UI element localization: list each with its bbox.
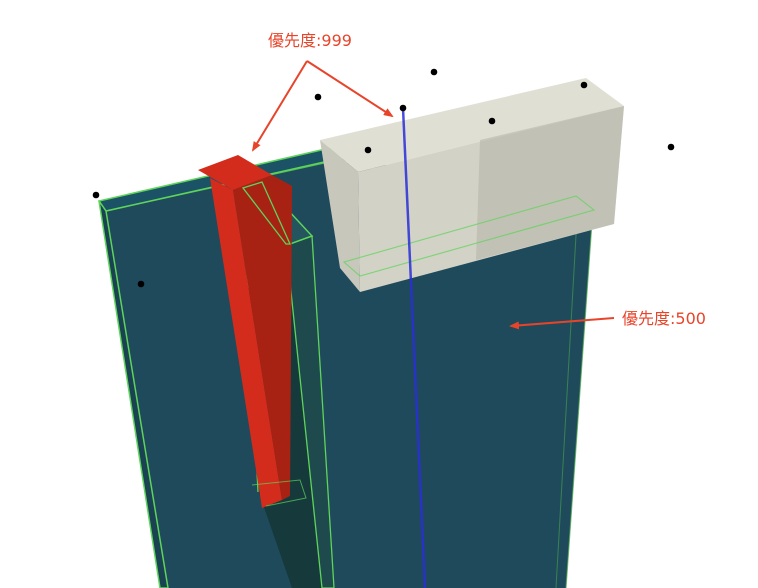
control-point[interactable] — [364, 146, 372, 154]
control-point[interactable] — [92, 191, 100, 199]
red-stud-top — [198, 155, 272, 190]
red-stud-side — [233, 175, 292, 500]
beam-left-face — [320, 140, 360, 292]
control-point[interactable] — [137, 280, 145, 288]
control-point[interactable] — [399, 104, 407, 112]
control-point[interactable] — [580, 81, 588, 89]
annotation-arrow-999-left — [251, 60, 308, 152]
vertical-axis-line — [401, 107, 427, 588]
wall-panel-inner-edge — [555, 199, 579, 588]
annotation-arrow-999-right — [306, 60, 394, 118]
annotation-priority-500: 優先度:500 — [622, 309, 706, 328]
control-point[interactable] — [430, 68, 438, 76]
control-point[interactable] — [488, 117, 496, 125]
wall-panel-right-edge — [565, 221, 593, 588]
annotation-priority-999: 優先度:999 — [268, 31, 352, 50]
wall-panel-left-face — [98, 200, 169, 588]
control-point[interactable] — [314, 93, 322, 101]
beam-top-face — [320, 78, 624, 172]
inner-stud-rail — [241, 181, 292, 245]
annotation-arrow-500 — [509, 317, 615, 330]
control-point[interactable] — [667, 143, 675, 151]
beam-wireframe — [342, 195, 596, 277]
beam-right-shade — [476, 106, 624, 260]
control-points — [92, 68, 675, 288]
red-stud-front — [210, 178, 282, 508]
red-stud-wire — [251, 479, 307, 507]
